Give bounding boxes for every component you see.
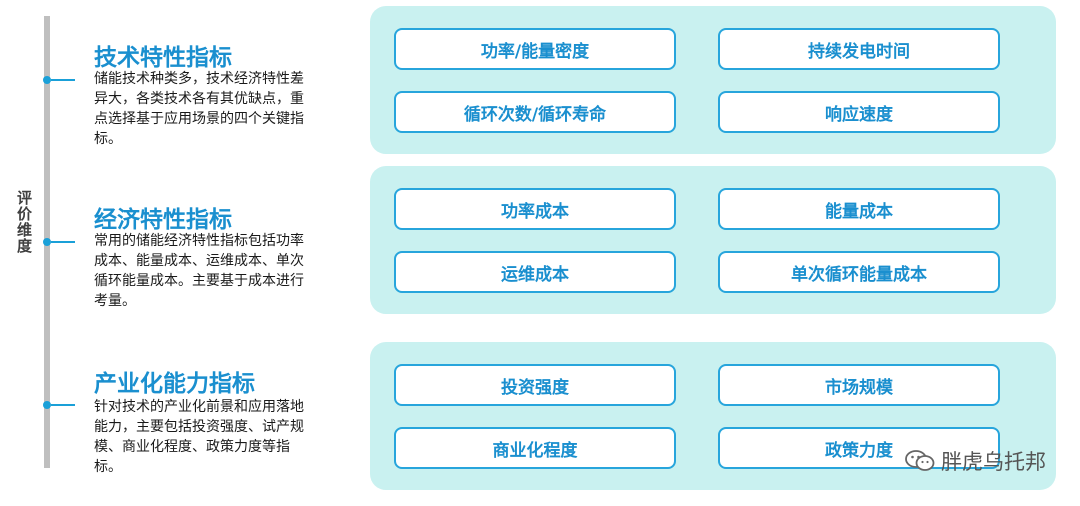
indicator-chip: 市场规模 <box>718 364 1000 406</box>
indicator-chip: 投资强度 <box>394 364 676 406</box>
indicator-chip: 能量成本 <box>718 188 1000 230</box>
indicator-chip: 运维成本 <box>394 251 676 293</box>
indicator-chip: 功率/能量密度 <box>394 28 676 70</box>
indicator-chip: 循环次数/循环寿命 <box>394 91 676 133</box>
watermark: 胖虎乌托邦 <box>905 446 1046 476</box>
watermark-text: 胖虎乌托邦 <box>941 450 1046 474</box>
connector-line <box>51 404 75 406</box>
indicator-chip: 单次循环能量成本 <box>718 251 1000 293</box>
indicator-chip: 功率成本 <box>394 188 676 230</box>
indicator-chip: 持续发电时间 <box>718 28 1000 70</box>
axis-label: 评价维度 <box>15 190 33 254</box>
dimension-description: 针对技术的产业化前景和应用落地能力，主要包括投资强度、试产规模、商业化程度、政策… <box>94 399 304 475</box>
dimension-title: 经济特性指标 <box>94 207 232 233</box>
indicator-chip: 政策力度 <box>718 427 1000 469</box>
dimension-title: 产业化能力指标 <box>94 371 255 397</box>
dimension-description: 常用的储能经济特性指标包括功率成本、能量成本、运维成本、单次循环能量成本。主要基… <box>94 233 304 309</box>
indicator-panel-technical: 功率/能量密度 持续发电时间 循环次数/循环寿命 响应速度 <box>370 6 1056 154</box>
connector-dot <box>43 76 51 84</box>
connector-line <box>51 79 75 81</box>
connector-line <box>51 241 75 243</box>
indicator-panel-economic: 功率成本 能量成本 运维成本 单次循环能量成本 <box>370 166 1056 314</box>
dimension-description: 储能技术种类多，技术经济特性差异大，各类技术各有其优缺点，重点选择基于应用场景的… <box>94 71 304 147</box>
indicator-panel-industrialization: 投资强度 市场规模 商业化程度 政策力度 <box>370 342 1056 490</box>
wechat-icon <box>905 449 935 473</box>
connector-dot <box>43 238 51 246</box>
dimension-title: 技术特性指标 <box>94 45 232 71</box>
connector-dot <box>43 401 51 409</box>
indicator-chip: 响应速度 <box>718 91 1000 133</box>
indicator-chip: 商业化程度 <box>394 427 676 469</box>
